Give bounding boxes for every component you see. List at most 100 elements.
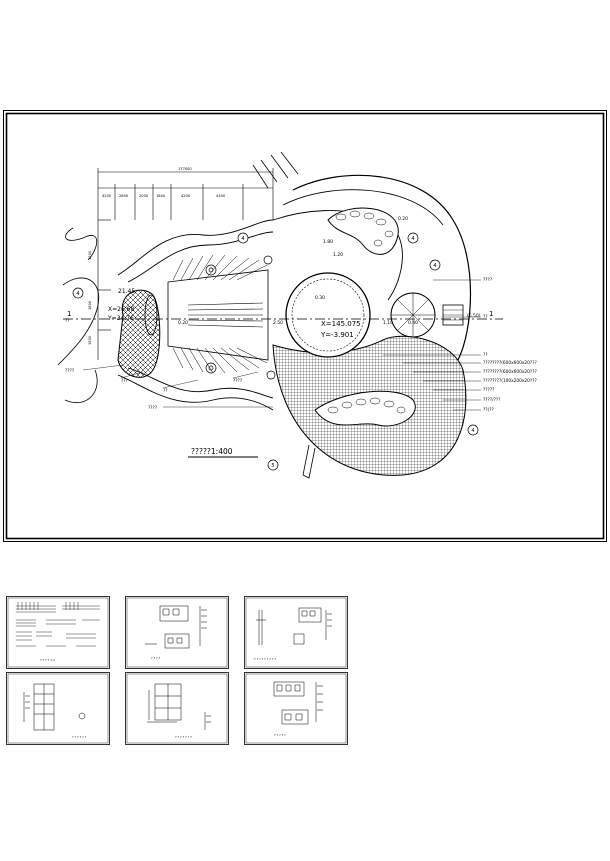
note-right-6: ????????(100x200x20??? <box>483 378 537 384</box>
thumbnail-sheet-3[interactable]: ? ? ? ? ? ? ? ? ? <box>244 596 348 669</box>
right-pavilion <box>390 292 464 338</box>
elev-left-2: X=26.68 <box>108 306 134 313</box>
right-notes: ???? ?? ?? ????????(600x600x20??? ??????… <box>483 277 537 413</box>
left-dimension-labels: 1200 1800 1500 <box>88 250 92 345</box>
note-right-7: ????? <box>483 387 494 393</box>
thumb-5-caption: ? ? ? ? ? ? ? <box>175 735 192 739</box>
note-left-6: ?? <box>65 318 70 324</box>
level-2: 2.50 <box>273 320 283 326</box>
note-left-5: ???? <box>148 405 157 411</box>
thumbnail-5-drawing: ? ? ? ? ? ? ? <box>125 672 229 745</box>
central-plaza-outline <box>167 269 269 361</box>
left-feature-wall <box>144 294 158 336</box>
upper-planter-stones <box>335 210 394 247</box>
elevation-labels-right: X=145.075 Y=-3.901 <box>320 320 361 339</box>
radiating-steps <box>172 254 268 374</box>
elevation-labels-left: 21.45 X=26.68 Y=34.76 <box>107 288 135 322</box>
gate-label: (6.50) <box>467 313 481 319</box>
left-leader-lines <box>82 364 273 408</box>
note-left-1: ???? <box>65 368 74 374</box>
note-left-4: ???? <box>233 378 242 384</box>
note-left-3: ?? <box>163 388 168 394</box>
main-drawing-sheet: 4200 2800 2000 1800 4200 4300 177000 120… <box>3 110 607 542</box>
note-right-5: ????????(600x600x20??? <box>483 369 537 375</box>
scale-caption: ?????1:400 <box>191 447 233 456</box>
thumbnail-sheet-4[interactable]: ? ? ? ? ? ? <box>6 672 110 745</box>
north-paths <box>252 151 299 189</box>
site-boundary-left <box>57 227 100 403</box>
thumb-1-caption: ? ? ? ? 1:1 <box>40 658 55 662</box>
left-dimension-line <box>98 219 111 331</box>
dim-top-4: 1800 <box>156 194 166 198</box>
section-mark-right: 1 <box>489 310 493 318</box>
dim-top-total: 177000 <box>178 167 192 171</box>
inner-frame <box>5 112 605 540</box>
thumbnail-6-drawing: ? ? ? ? ? <box>244 672 348 745</box>
callout-5: 4 <box>471 428 474 434</box>
central-circle-inner <box>291 278 365 352</box>
outer-ring-path <box>292 174 472 361</box>
section-mark-left: 1 <box>67 310 71 318</box>
thumb-4-caption: ? ? ? ? ? ? <box>72 735 87 739</box>
dim-mid-2: 1.20 <box>333 252 343 258</box>
upper-planter <box>327 207 399 255</box>
dim-top-1: 4200 <box>102 194 112 198</box>
thumb-6-caption: ? ? ? ? ? <box>274 733 286 737</box>
right-leader-lines <box>383 279 481 411</box>
thumbnail-sheet-1[interactable]: ? ? ? ? 1:1 <box>6 596 110 669</box>
callout-4: 4 <box>433 263 436 269</box>
central-stairs <box>187 302 264 328</box>
note-right-9: ??(?? <box>483 407 494 413</box>
note-right-4: ????????(600x600x20??? <box>483 360 537 366</box>
elev-right-1: X=145.075 <box>321 320 361 328</box>
dim-mid-4: 0.20 <box>398 216 408 222</box>
lower-planter-stones <box>327 397 406 414</box>
thumb-2-caption: ? ? ? ? <box>151 656 161 660</box>
callout-numbers: 4 4 4 4 4 5 <box>76 236 474 469</box>
dim-left-3: 1500 <box>88 335 92 345</box>
elev-right-2: Y=-3.901 <box>320 331 354 339</box>
outer-frame <box>3 110 607 542</box>
elev-left-3: Y=34.76 <box>107 315 134 322</box>
elev-left-1: 21.45 <box>118 288 135 295</box>
dim-top-3: 2000 <box>139 194 149 198</box>
level-3: 1.10 <box>383 320 393 326</box>
dim-mid-1: 1.80 <box>323 239 333 245</box>
thumbnail-sheet-5[interactable]: ? ? ? ? ? ? ? <box>125 672 229 745</box>
callout-2: 4 <box>76 291 79 297</box>
note-right-1: ???? <box>483 277 492 283</box>
thumbnail-4-drawing: ? ? ? ? ? ? <box>6 672 110 745</box>
callout-6: 5 <box>271 463 274 469</box>
central-circle-plaza <box>285 272 371 358</box>
thumbnail-sheet-2[interactable]: ? ? ? ? <box>125 596 229 669</box>
tree-symbols <box>205 255 276 380</box>
inner-ring-path <box>282 189 444 226</box>
center-level-labels: 0.20 2.50 1.10 0.40 <box>178 320 418 326</box>
thumbnail-2-drawing: ? ? ? ? <box>125 596 229 669</box>
thumb-3-caption: ? ? ? ? ? ? ? ? ? <box>254 657 276 661</box>
thumbnail-3-drawing: ? ? ? ? ? ? ? ? ? <box>244 596 348 669</box>
callout-3: 4 <box>411 236 414 242</box>
note-right-3: ?? <box>483 352 488 358</box>
section-line: 1 1 <box>63 310 503 320</box>
thumbnail-1-drawing: ? ? ? ? 1:1 <box>6 596 110 669</box>
curved-walkway <box>117 219 274 411</box>
dim-top-2: 2800 <box>119 194 129 198</box>
dim-top-5: 4200 <box>181 194 191 198</box>
dim-top-6: 4300 <box>216 194 226 198</box>
note-right-2: ?? <box>483 314 488 320</box>
dim-mid-3: 0.30 <box>315 295 325 301</box>
left-paved-plaza <box>117 289 161 378</box>
lower-planter <box>314 390 416 427</box>
level-1: 0.20 <box>178 320 188 326</box>
callout-circles <box>72 232 479 471</box>
mid-dimension-labels: 1.80 1.20 0.30 0.20 <box>315 216 408 301</box>
south-walkway <box>302 444 316 479</box>
left-notes: ???? ??? ?? ???? ???? ?? <box>65 318 242 411</box>
top-dimension-labels: 4200 2800 2000 1800 4200 4300 177000 <box>102 167 226 198</box>
note-right-8: ????/??? <box>483 397 500 403</box>
callout-1: 4 <box>241 236 244 242</box>
thumbnail-sheet-6[interactable]: ? ? ? ? ? <box>244 672 348 745</box>
site-plan-drawing: 4200 2800 2000 1800 4200 4300 177000 120… <box>3 110 607 542</box>
dim-left-1: 1200 <box>88 250 92 260</box>
